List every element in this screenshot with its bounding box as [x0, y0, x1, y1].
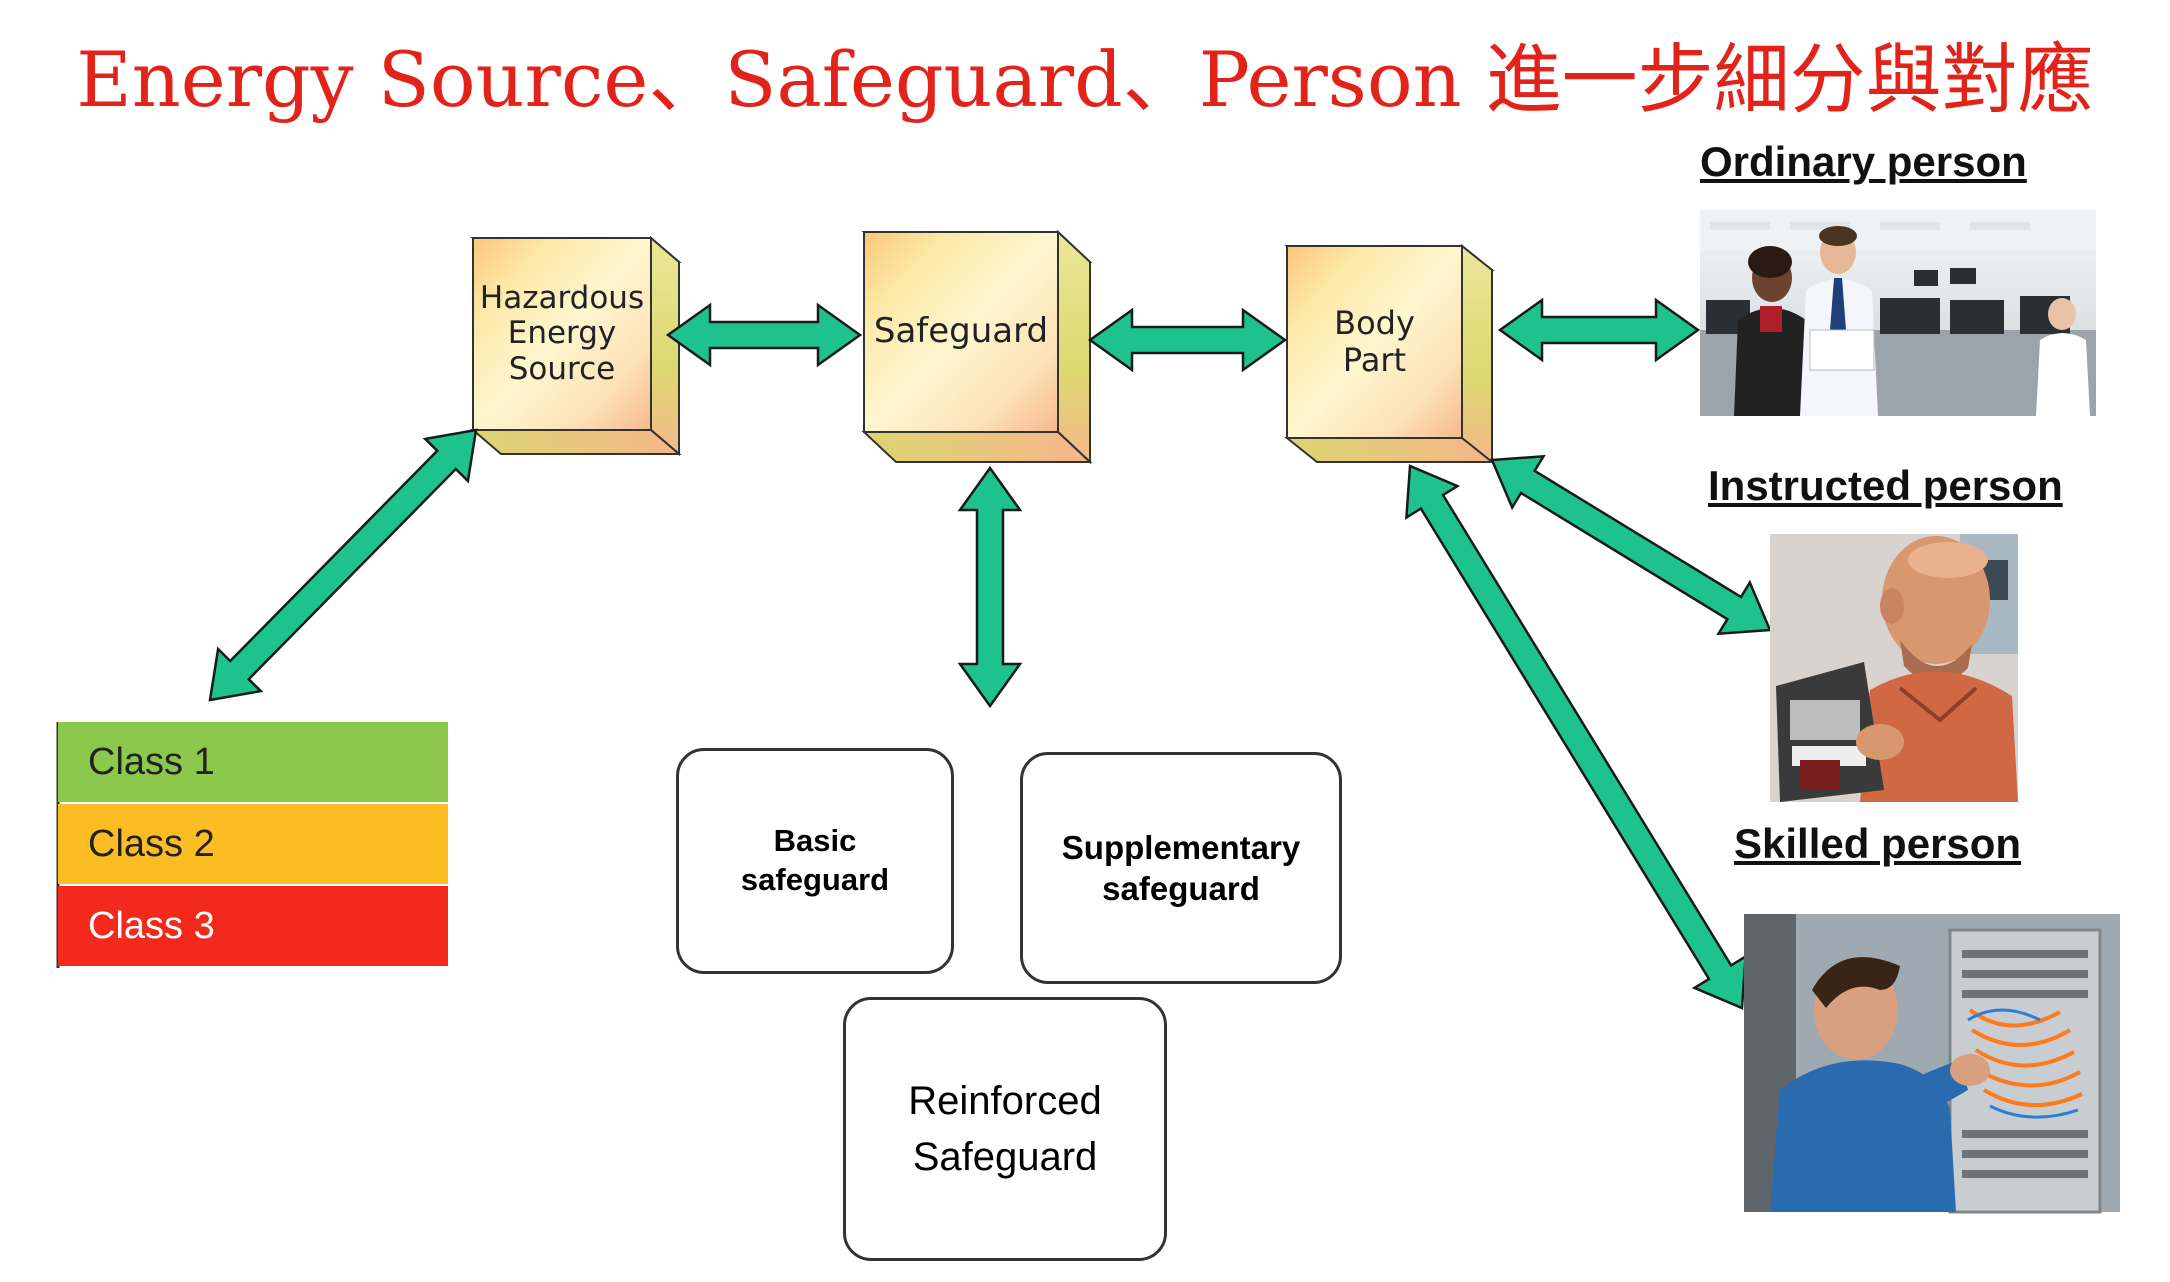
class-3-label: Class 3: [88, 904, 215, 947]
basic-safeguard-text: Basic safeguard: [740, 823, 890, 897]
ordinary-person-label: Ordinary person: [1700, 138, 2027, 185]
class-2-label: Class 2: [88, 822, 215, 865]
class-2-bar: Class 2: [58, 804, 448, 884]
arrow-bodypart-ordinary: [1497, 297, 1701, 363]
connector-arrows: [208, 297, 1772, 1010]
instructed-person-label: Instructed person: [1708, 462, 2063, 509]
instructed-person-photo: [1770, 534, 2018, 802]
reinforced-safeguard-box: Reinforced Safeguard: [843, 997, 1167, 1261]
hazard-cube: [470, 235, 682, 457]
body-part-cube: [1284, 243, 1495, 465]
hazard-energy-source-label: Hazardous Energy Source: [473, 238, 651, 430]
body-part-text: Body Part: [1334, 304, 1415, 379]
hazard-energy-source-text: Hazardous Energy Source: [479, 279, 645, 387]
class-3-bar: Class 3: [58, 886, 448, 966]
class-1-bar: Class 1: [58, 722, 448, 802]
arrow-class-hazard: [208, 428, 478, 702]
supplementary-safeguard-box: Supplementary safeguard: [1020, 752, 1342, 984]
ordinary-person-photo: [1700, 210, 2096, 416]
safeguard-node-label: Safeguard: [864, 232, 1058, 432]
arrow-safeguard-types: [957, 465, 1023, 709]
skilled-person-photo: [1744, 914, 2120, 1214]
reinforced-safeguard-text: Reinforced Safeguard: [908, 1079, 1102, 1179]
arrow-safeguard-bodypart: [1087, 307, 1288, 373]
page-title: Energy Source、Safeguard、Person 進一步細分與對應: [76, 35, 2094, 124]
arrow-bodypart-skilled: [1404, 464, 1748, 1010]
arrow-hazard-safeguard: [665, 302, 863, 368]
safeguard-cube: [861, 229, 1093, 465]
skilled-person-label: Skilled person: [1734, 820, 2022, 867]
class-1-label: Class 1: [88, 740, 215, 783]
body-part-label: Body Part: [1287, 246, 1462, 438]
basic-safeguard-box: Basic safeguard: [676, 748, 954, 974]
supplementary-safeguard-text: Supplementary safeguard: [1061, 828, 1301, 907]
safeguard-node-text: Safeguard: [873, 311, 1049, 352]
